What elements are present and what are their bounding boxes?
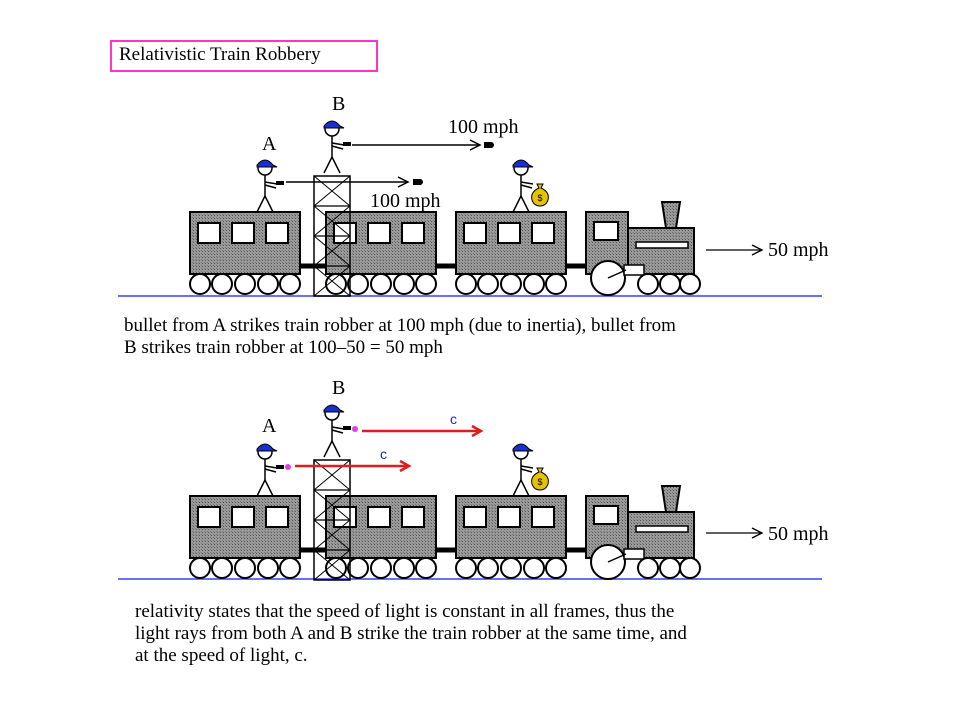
locomotive-icon (585, 201, 701, 296)
locomotive-icon (585, 485, 701, 580)
train-speed-label: 50 mph (768, 239, 829, 261)
gun-icon (343, 426, 351, 430)
train-car-1 (189, 495, 301, 579)
train-car-2 (325, 495, 437, 579)
bullet-icon (484, 142, 494, 148)
shooter-b-figure (323, 120, 345, 174)
caption-1: bullet from A strikes train robber at 10… (124, 315, 676, 359)
panel-2: A B c c 50 mph (118, 377, 829, 581)
caption-2-line-1: relativity states that the speed of ligh… (135, 601, 675, 622)
speed-label-b: 100 mph (448, 116, 519, 138)
caption-2: relativity states that the speed of ligh… (135, 601, 687, 667)
train-car-2 (325, 211, 437, 295)
label-b: B (332, 377, 345, 399)
caption-2-line-3: at the speed of light, c. (135, 645, 308, 666)
shooter-b-figure (323, 404, 345, 458)
label-a: A (262, 415, 277, 437)
shooter-a-figure (256, 159, 278, 213)
light-label-b: c (450, 411, 457, 427)
shooter-a-figure (256, 443, 278, 497)
gun-icon (343, 142, 351, 146)
light-label-a: c (380, 446, 387, 462)
train-robber-figure (512, 443, 534, 497)
muzzle-flash-icon (352, 426, 358, 432)
train-robber-figure (512, 159, 534, 213)
caption-1-line-2: B strikes train robber at 100–50 = 50 mp… (124, 337, 443, 358)
label-b: B (332, 93, 345, 115)
caption-1-line-1: bullet from A strikes train robber at 10… (124, 315, 676, 336)
label-a: A (262, 133, 277, 155)
bullet-icon (413, 179, 423, 185)
train-car-3 (455, 211, 567, 295)
train-speed-label: 50 mph (768, 523, 829, 545)
muzzle-flash-icon (285, 464, 291, 470)
speed-label-a: 100 mph (370, 190, 441, 212)
panel-1: A B 100 mph 100 mph 50 mph (118, 93, 829, 297)
diagram-title: Relativistic Train Robbery (119, 44, 321, 65)
title-frame (110, 40, 378, 72)
train-car-3 (455, 495, 567, 579)
caption-2-line-2: light rays from both A and B strike the … (135, 623, 687, 644)
gun-icon (276, 465, 284, 469)
money-bag-icon (531, 467, 549, 491)
gun-icon (276, 181, 284, 185)
train-car-1 (189, 211, 301, 295)
money-bag-icon (531, 183, 549, 207)
